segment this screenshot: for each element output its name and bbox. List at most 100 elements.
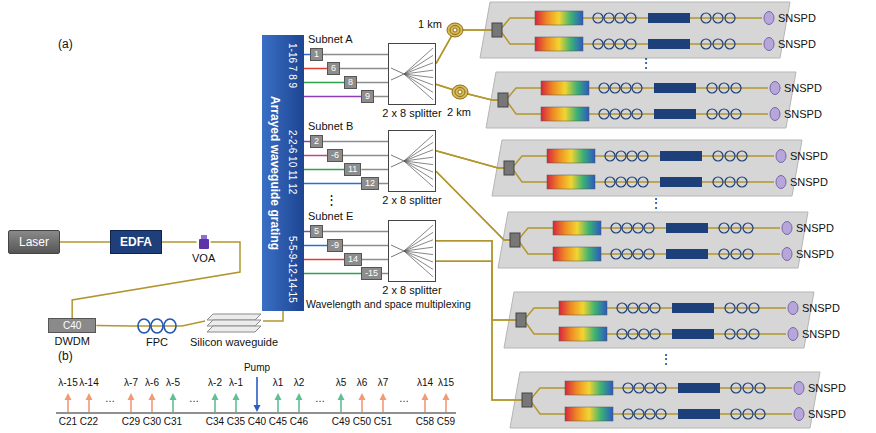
signal-arrowhead: [149, 393, 156, 400]
label-text: ⋮: [660, 353, 672, 367]
fiber-coil: [622, 249, 632, 259]
splitter-branch: [404, 135, 433, 161]
filter-port: 1: [310, 48, 323, 61]
node-text: SNSPD: [790, 175, 828, 189]
grating-filter: [535, 11, 583, 25]
snspd-detector: SNSPD: [780, 247, 834, 261]
node-text: SNSPD: [808, 381, 846, 395]
splitter-branch: [404, 251, 433, 277]
fiber-coil: [731, 109, 741, 119]
fiber-coil: [593, 13, 603, 23]
node-text: -15: [365, 268, 378, 278]
label-text: C49: [332, 416, 350, 428]
delay-module: [654, 83, 696, 93]
label-text: …: [399, 393, 409, 405]
fiber-coil: [737, 303, 747, 313]
fiber-connector: [304, 259, 344, 261]
delay-module: [660, 151, 702, 161]
label-text: λ15: [438, 377, 454, 389]
delay-module: [678, 409, 720, 419]
snspd-detector: SNSPD: [774, 149, 828, 163]
fiber-coil: [639, 329, 649, 339]
splitter: 2 x 8 splitter: [382, 220, 441, 296]
fiber-coil: [599, 109, 609, 119]
fiber-connector: [182, 321, 205, 326]
filter-box: C40: [48, 318, 96, 333]
fiber-connector: [323, 54, 388, 56]
splitter-branch: [404, 70, 433, 74]
filter-port: 9: [361, 90, 374, 103]
detector-icon: [762, 37, 776, 51]
signal-arrow: [424, 399, 426, 412]
fiber-coil: [731, 249, 741, 259]
snspd-detector: SNSPD: [774, 175, 828, 189]
fiber-connector: [304, 155, 327, 157]
pump-arrowhead: [254, 405, 261, 412]
fiber-coil: [731, 223, 741, 233]
signal-arrowhead: [380, 393, 387, 400]
fiber-coil: [615, 13, 625, 23]
detector-lens: [782, 248, 792, 261]
label-text: C59: [437, 416, 455, 428]
fiber-connector: [436, 18, 762, 64]
fiber-coil: [622, 223, 632, 233]
signal-arrow: [298, 399, 300, 412]
node-text: SNSPD: [778, 37, 816, 51]
splitter-input: [391, 68, 404, 74]
fiber-connector: [436, 261, 792, 400]
label-text: 2 km: [447, 106, 471, 119]
splitter-body: [389, 131, 436, 192]
fiber-coil: [749, 303, 759, 313]
node-text: SNSPD: [802, 301, 840, 315]
splitter-branch: [404, 157, 433, 161]
device-icon: [205, 308, 263, 334]
fiber-coil: [707, 83, 717, 93]
grating-filter: [541, 81, 589, 95]
fiber-coil: [719, 223, 729, 233]
grating-filter: [559, 301, 607, 315]
node-text: Laser: [19, 235, 49, 249]
detector-icon: [792, 381, 806, 395]
fiber-coil: [626, 13, 636, 23]
splitter-input: [391, 74, 404, 80]
label-text: …: [315, 393, 325, 405]
label-text: C40: [248, 416, 266, 428]
splitter-branch: [404, 240, 433, 251]
signal-arrow: [151, 399, 153, 412]
fiber-coil: [645, 409, 655, 419]
label-text: λ1: [273, 377, 284, 389]
signal-arrowhead: [422, 393, 429, 400]
detector-panel: [486, 72, 796, 128]
fiber-connector: [382, 273, 388, 275]
spool-hub: [458, 90, 462, 94]
splitter-branch: [404, 161, 433, 179]
fiber-connector: [304, 245, 327, 247]
node-text: 2 x 8 splitter: [382, 284, 441, 296]
fiber-coil: [633, 223, 643, 233]
splitter-branch: [404, 55, 433, 74]
detector-icon: [768, 107, 782, 121]
splitter-branch: [404, 63, 433, 74]
label-text: λ5: [336, 377, 347, 389]
delay-module: [648, 13, 690, 23]
node-text: SNSPD: [796, 247, 834, 261]
node-text: 2 x 8 splitter: [382, 107, 441, 119]
fiber-coil: [656, 383, 666, 393]
grating-filter: [565, 381, 613, 395]
fiber-coil: [632, 83, 642, 93]
spool-winding: [455, 88, 465, 97]
fiber-connector: [96, 325, 132, 327]
frequency-axis: [56, 412, 456, 413]
fiber-connector: [436, 171, 780, 254]
fiber-coil: [743, 249, 753, 259]
amplifier-box: EDFA: [110, 230, 162, 254]
splitter-input: [391, 155, 404, 161]
detector-icon: [768, 81, 782, 95]
label-text: λ-5: [166, 377, 180, 389]
fiber-coil: [627, 151, 637, 161]
node-text: SNSPD: [796, 221, 834, 235]
splitter: 2 x 8 splitter: [382, 43, 441, 119]
fiber-coil: [719, 83, 729, 93]
fiber-coil: [743, 383, 753, 393]
